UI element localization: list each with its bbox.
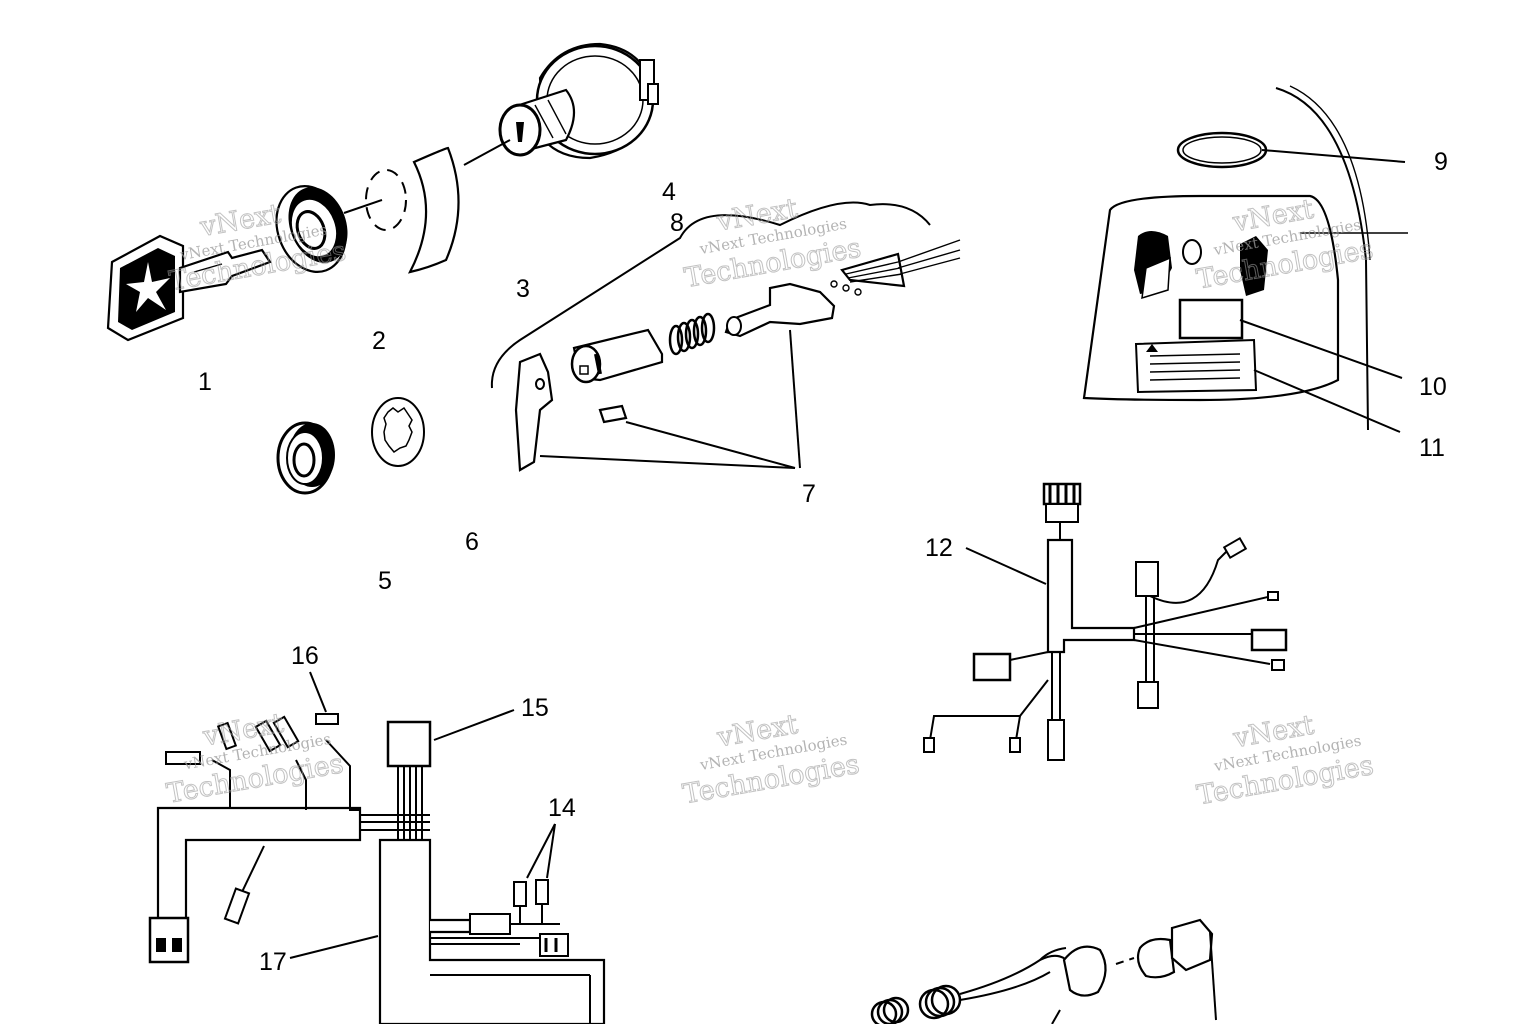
callout-15: 15 — [521, 694, 549, 722]
part-bezel-ring — [276, 421, 335, 495]
watermark-bottom-center: vNext vNext Technologies Technologies — [680, 708, 862, 810]
callout-12: 12 — [925, 534, 953, 562]
part-lanyard-cord — [870, 918, 1217, 1024]
callout-2: 2 — [372, 327, 386, 355]
part-ignition-switch — [463, 42, 659, 166]
callout-labels: 1 2 3 4 5 6 7 8 9 10 11 12 14 15 16 17 — [198, 148, 1448, 976]
part-dashed-seal — [343, 169, 407, 231]
part-curved-shim — [407, 146, 460, 274]
callout-14: 14 — [548, 794, 576, 822]
callout-16: 16 — [291, 642, 319, 670]
part-key — [106, 234, 272, 342]
callout-4: 4 — [662, 178, 676, 206]
watermark-bottom-left: vNext vNext Technologies Technologies — [164, 707, 346, 810]
part-main-harness — [923, 482, 1288, 761]
part-latch-assembly — [490, 201, 961, 472]
callout-8: 8 — [670, 209, 684, 237]
callout-9: 9 — [1434, 148, 1448, 176]
part-bezel-nut — [275, 185, 348, 273]
callout-5: 5 — [378, 567, 392, 595]
callout-7: 7 — [802, 480, 816, 508]
callout-17: 17 — [259, 948, 287, 976]
callout-3: 3 — [516, 275, 530, 303]
callout-11: 11 — [1419, 434, 1445, 462]
part-dash-panel — [1082, 85, 1408, 433]
callout-10: 10 — [1419, 373, 1447, 401]
watermark-bottom-right: vNext vNext Technologies Technologies — [1194, 709, 1376, 812]
callout-1: 1 — [198, 368, 212, 396]
callout-6: 6 — [465, 528, 479, 556]
part-console-harness — [148, 671, 606, 1024]
part-splined-washer — [371, 397, 425, 467]
watermark-top-center: vNext vNext Technologies Technologies — [682, 192, 864, 294]
